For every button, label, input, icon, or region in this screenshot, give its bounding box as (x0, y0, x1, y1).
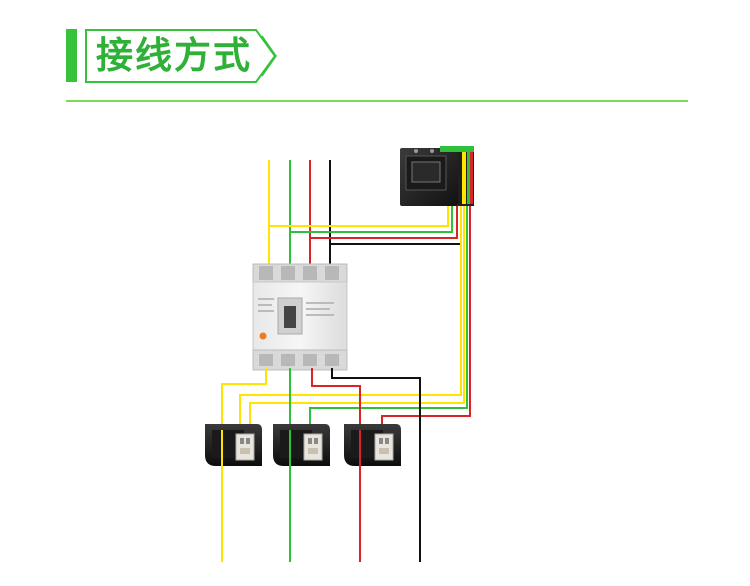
voltage-wires (269, 205, 462, 245)
current-wires (239, 205, 471, 430)
wire-red-out (311, 368, 361, 562)
incoming-wires (268, 160, 331, 270)
current-transformer-a (205, 424, 262, 466)
current-transformer-c (344, 424, 401, 466)
through-wires (221, 430, 361, 466)
wire-green-voltage (290, 205, 453, 233)
wire-yellow-out (221, 368, 267, 562)
current-transformer-b (273, 424, 330, 466)
wire-green-ct (309, 205, 468, 430)
wire-red-voltage (310, 205, 458, 239)
wire-black-out (331, 368, 421, 562)
outgoing-wires (221, 368, 421, 562)
wire-yellow-ct (239, 205, 462, 428)
accent-bar (66, 29, 77, 82)
wire-yellow-voltage (269, 205, 449, 227)
wire-yellow-ct-2 (249, 205, 465, 428)
circuit-breaker (252, 263, 348, 371)
page-title: 接线方式 (96, 34, 252, 77)
title-frame (85, 29, 277, 83)
wire-red-ct (381, 205, 471, 428)
section-header: 接线方式 (0, 0, 750, 110)
header-divider (66, 100, 688, 102)
power-meter (400, 146, 474, 206)
